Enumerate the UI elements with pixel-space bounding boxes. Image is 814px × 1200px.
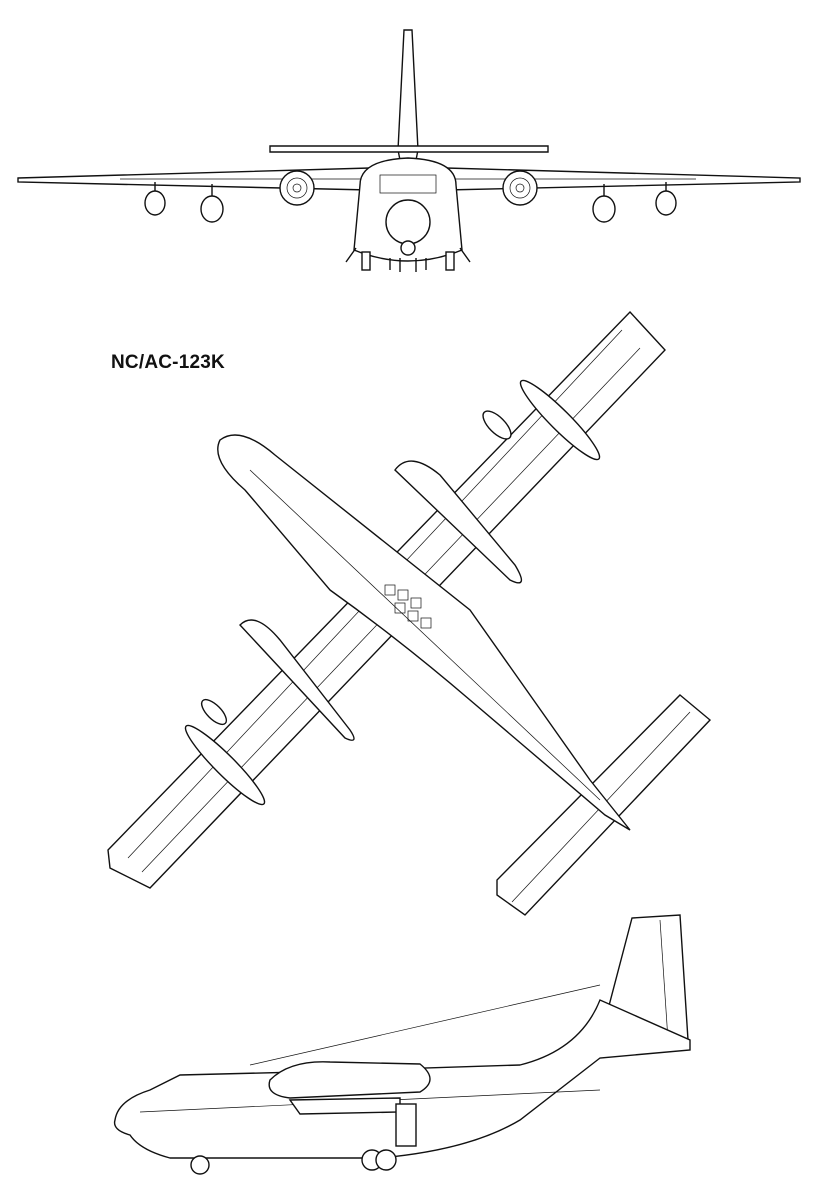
side-view <box>113 914 691 1175</box>
cargo-door <box>395 1103 417 1147</box>
front-view <box>17 29 801 272</box>
horizontal-tail <box>269 145 549 153</box>
engine-right <box>502 170 538 206</box>
propeller-right-area <box>519 379 601 461</box>
engine-nacelle-left <box>239 619 355 741</box>
aircraft-designation-label: NC/AC-123K <box>111 352 225 373</box>
top-view <box>107 310 712 916</box>
engine-nacelle-right <box>394 460 523 584</box>
jet-pod-left <box>184 724 266 806</box>
landing-gear-front <box>345 247 471 272</box>
cargo-hatches <box>384 584 432 629</box>
jet-pod-side <box>288 1097 401 1115</box>
jet-pod-right <box>482 410 512 440</box>
engine-left <box>279 170 315 206</box>
nose-radome <box>385 199 431 245</box>
landing-gear-side <box>190 1149 397 1175</box>
engine-nacelle-side <box>268 1061 431 1099</box>
jet-pods <box>144 182 677 223</box>
